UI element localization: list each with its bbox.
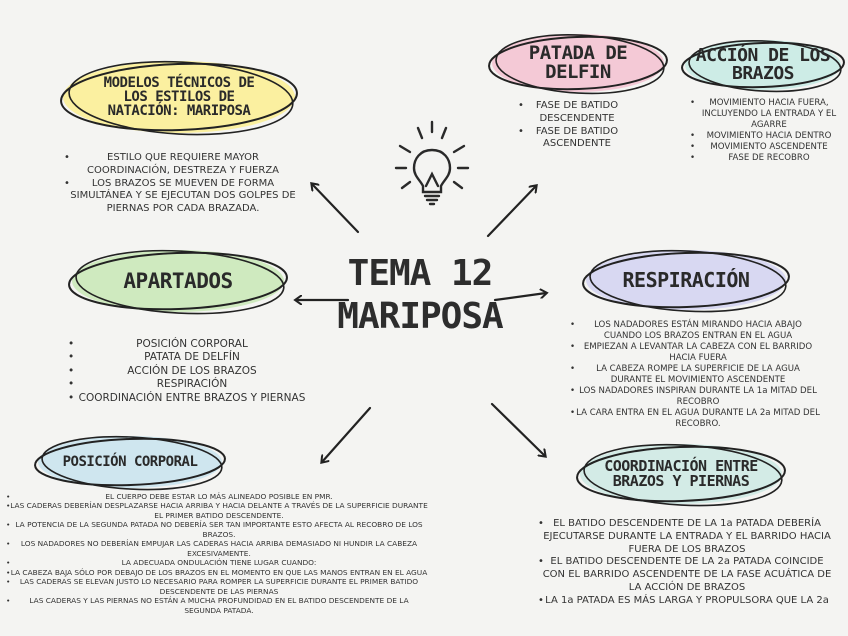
list-item: LA ADECUADA ONDULACIÓN TIENE LUGAR CUAND… [6,558,428,568]
apartados-title: APARTADOS [123,268,233,293]
node-modelos: MODELOS TÉCNICOS DE LOS ESTILOS DE NATAC… [58,56,300,138]
apartados-list: POSICIÓN CORPORAL PATATA DE DELFÍN ACCIÓ… [68,338,312,406]
arrow-to-respiracion [493,293,546,302]
list-item: RESPIRACIÓN [68,378,312,392]
list-item: EMPIEZAN A LEVANTAR LA CABEZA CON EL BAR… [570,342,822,364]
patada-title: PATADA DE DELFIN [528,42,628,83]
list-item: LOS NADADORES ESTÁN MIRANDO HACIA ABAJO … [570,320,822,342]
list-item: LAS CADERAS Y LAS PIERNAS NO ESTÁN A MUC… [6,596,428,615]
arrow-to-coordinacion [490,402,545,456]
respiracion-list: LOS NADADORES ESTÁN MIRANDO HACIA ABAJO … [570,320,822,430]
list-item: LA CABEZA ROMPE LA SUPERFICIE DE LA AGUA… [570,364,822,386]
list-item: FASE DE BATIDO DESCENDENTE [518,100,632,126]
node-posicion: POSICIÓN CORPORAL [32,432,228,492]
list-item: EL CUERPO DEBE ESTAR LO MÁS ALINEADO POS… [6,492,428,502]
arrow-to-patada [486,186,536,238]
center-title: TEMA 12 MARIPOSA [325,252,515,338]
list-item: LA 1a PATADA ES MÁS LARGA Y PROPULSORA Q… [538,595,832,608]
list-item: MOVIMIENTO HACIA DENTRO [690,131,844,142]
modelos-list: ESTILO QUE REQUIERE MAYOR COORDINACIÓN, … [64,152,298,216]
list-item: EL BATIDO DESCENDENTE DE LA 1a PATADA DE… [538,518,832,556]
node-respiracion: RESPIRACIÓN [580,246,792,314]
coordinacion-list: EL BATIDO DESCENDENTE DE LA 1a PATADA DE… [538,518,832,608]
list-item: MOVIMIENTO ASCENDENTE [690,142,844,153]
list-item: PATATA DE DELFÍN [68,351,312,365]
list-item: EL BATIDO DESCENDENTE DE LA 2a PATADA CO… [538,556,832,594]
list-item: LA POTENCIA DE LA SEGUNDA PATADA NO DEBE… [6,520,428,539]
list-item: FASE DE RECOBRO [690,153,844,164]
arrow-to-modelos [312,184,360,234]
node-coordinacion: COORDINACIÓN ENTRE BRAZOS Y PIERNAS [574,440,788,508]
patada-list: FASE DE BATIDO DESCENDENTE FASE DE BATID… [518,100,632,152]
lightbulb-icon [394,120,470,206]
list-item: ESTILO QUE REQUIERE MAYOR COORDINACIÓN, … [64,152,298,178]
modelos-title: MODELOS TÉCNICOS DE LOS ESTILOS DE NATAC… [103,75,255,119]
list-item: COORDINACIÓN ENTRE BRAZOS Y PIERNAS [68,392,312,406]
list-item: LOS NADADORES NO DEBERÍAN EMPUJAR LAS CA… [6,539,428,558]
node-accion: ACCIÓN DE LOS BRAZOS [680,36,846,94]
node-patada: PATADA DE DELFIN [486,30,670,96]
coordinacion-title: COORDINACIÓN ENTRE BRAZOS Y PIERNAS [604,457,758,490]
list-item: LOS NADADORES INSPIRAN DURANTE LA 1a MIT… [570,386,822,408]
list-item: MOVIMIENTO HACIA FUERA, INCLUYENDO LA EN… [690,98,844,131]
list-item: LA CARA ENTRA EN EL AGUA DURANTE LA 2a M… [570,408,822,430]
list-item: LAS CADERAS SE ELEVAN JUSTO LO NECESARIO… [6,577,428,596]
list-item: LAS CADERAS DEBERÍAN DESPLAZARSE HACIA A… [6,501,428,520]
arrow-to-posicion [322,406,372,462]
respiracion-title: RESPIRACIÓN [622,268,750,292]
list-item: ACCIÓN DE LOS BRAZOS [68,365,312,379]
center-title-line1: TEMA 12 [347,253,494,294]
accion-list: MOVIMIENTO HACIA FUERA, INCLUYENDO LA EN… [690,98,844,164]
posicion-list: EL CUERPO DEBE ESTAR LO MÁS ALINEADO POS… [6,492,428,615]
node-apartados: APARTADOS [66,246,290,316]
list-item: LA CABEZA BAJA SÓLO POR DEBAJO DE LOS BR… [6,568,428,578]
list-item: POSICIÓN CORPORAL [68,338,312,352]
list-item: LOS BRAZOS SE MUEVEN DE FORMA SIMULTÁNEA… [64,178,298,216]
center-title-line2: MARIPOSA [337,296,503,338]
list-item: FASE DE BATIDO ASCENDENTE [518,126,632,152]
accion-title: ACCIÓN DE LOS BRAZOS [695,45,831,84]
posicion-title: POSICIÓN CORPORAL [62,454,198,470]
